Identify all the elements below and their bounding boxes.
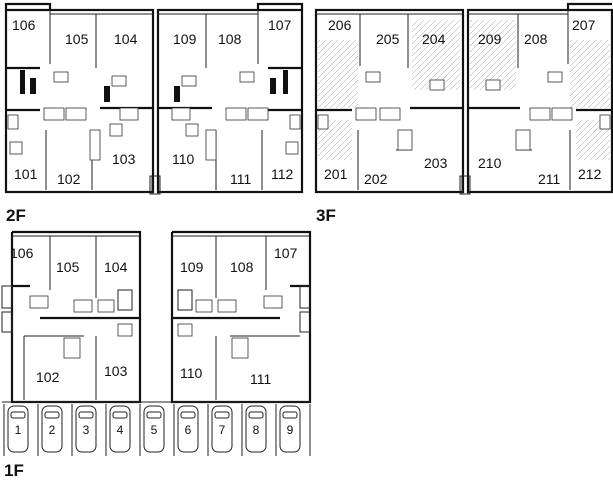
room-number-1f-103: 103 bbox=[104, 363, 128, 379]
floor-3f-block-b bbox=[461, 2, 613, 195]
room-number-1f-104: 104 bbox=[104, 259, 128, 275]
parking-number: 4 bbox=[117, 423, 124, 437]
floor-3f: 206 205 204 201 202 203 209 208 207 210 211 212 3F bbox=[314, 2, 613, 225]
room-number-2f-109: 109 bbox=[173, 31, 197, 47]
parking-number: 7 bbox=[219, 423, 226, 437]
parking-number: 9 bbox=[287, 423, 294, 437]
parking-space-2: 2 bbox=[37, 404, 63, 456]
room-number-2f-101: 101 bbox=[14, 166, 38, 182]
parking-space-5: 5 bbox=[139, 404, 165, 456]
car-outline-icon bbox=[75, 405, 97, 453]
room-number-1f-105: 105 bbox=[56, 259, 80, 275]
car-outline-icon bbox=[109, 405, 131, 453]
room-number-2f-102: 102 bbox=[57, 171, 81, 187]
car-outline-icon bbox=[143, 405, 165, 453]
floor-3f-room-labels: 206 205 204 201 202 203 209 208 207 210 211 212 bbox=[324, 17, 602, 187]
floor-2f-block-b bbox=[151, 2, 304, 195]
room-number-3f-211: 211 bbox=[538, 171, 561, 187]
car-outline-icon bbox=[7, 405, 29, 453]
car-outline-icon bbox=[177, 405, 199, 453]
room-number-3f-210: 210 bbox=[478, 155, 502, 171]
room-number-1f-107: 107 bbox=[274, 245, 298, 261]
parking-number: 1 bbox=[15, 423, 22, 437]
car-outline-icon bbox=[245, 405, 267, 453]
floor-label-1f: 1F bbox=[4, 461, 24, 480]
floor-1f-room-labels: 106 105 104 102 103 109 108 107 110 111 bbox=[10, 245, 298, 387]
parking-number: 6 bbox=[185, 423, 192, 437]
floor-label-3f: 3F bbox=[316, 206, 336, 225]
parking-number: 8 bbox=[253, 423, 260, 437]
room-number-2f-105: 105 bbox=[65, 31, 89, 47]
parking-space-1: 1 bbox=[3, 404, 29, 456]
parking-area: 1 2 3 4 5 6 7 8 9 bbox=[3, 404, 311, 456]
room-number-1f-102: 102 bbox=[36, 369, 60, 385]
room-number-3f-209: 209 bbox=[478, 31, 502, 47]
room-number-2f-110: 110 bbox=[172, 151, 195, 167]
parking-number: 3 bbox=[83, 423, 90, 437]
car-outline-icon bbox=[211, 405, 233, 453]
parking-space-9: 9 bbox=[275, 404, 301, 456]
parking-number: 5 bbox=[151, 423, 158, 437]
room-number-1f-110: 110 bbox=[180, 365, 203, 381]
room-number-2f-111: 111 bbox=[230, 171, 251, 187]
room-number-3f-201: 201 bbox=[324, 166, 348, 182]
room-number-2f-104: 104 bbox=[114, 31, 138, 47]
room-number-3f-206: 206 bbox=[328, 17, 352, 33]
room-number-2f-106: 106 bbox=[12, 17, 36, 33]
room-number-3f-208: 208 bbox=[524, 31, 548, 47]
parking-space-4: 4 bbox=[105, 404, 131, 456]
floor-1f: 106 105 104 102 103 109 108 107 110 111 1 2 3 4 5 6 7 8 9… bbox=[1, 230, 312, 480]
room-number-2f-107: 107 bbox=[268, 17, 292, 33]
room-number-3f-207: 207 bbox=[572, 17, 596, 33]
room-number-3f-203: 203 bbox=[424, 155, 448, 171]
floor-2f-room-labels: 106 105 104 101 102 103 109 108 107 110 111 112 bbox=[12, 17, 294, 187]
floor-2f-block-a bbox=[4, 2, 159, 195]
parking-space-3: 3 bbox=[71, 404, 97, 456]
room-number-2f-112: 112 bbox=[271, 166, 294, 182]
parking-space-8: 8 bbox=[241, 404, 267, 456]
room-number-2f-108: 108 bbox=[218, 31, 242, 47]
room-number-1f-111: 111 bbox=[250, 371, 271, 387]
car-outline-icon bbox=[41, 405, 63, 453]
room-number-1f-109: 109 bbox=[180, 259, 204, 275]
parking-space-7: 7 bbox=[207, 404, 233, 456]
floor-label-2f: 2F bbox=[6, 206, 26, 225]
parking-number: 2 bbox=[49, 423, 56, 437]
room-number-1f-108: 108 bbox=[230, 259, 254, 275]
car-outline-icon bbox=[279, 405, 301, 453]
room-number-1f-106: 106 bbox=[10, 245, 34, 261]
parking-space-6: 6 bbox=[173, 404, 199, 456]
room-number-2f-103: 103 bbox=[112, 151, 136, 167]
room-number-3f-202: 202 bbox=[364, 171, 388, 187]
floor-3f-block-a bbox=[314, 8, 469, 195]
room-number-3f-204: 204 bbox=[422, 31, 446, 47]
room-number-3f-212: 212 bbox=[578, 166, 602, 182]
floor-2f: 106 105 104 101 102 103 109 108 107 110 111 112 2F bbox=[4, 2, 304, 225]
room-number-3f-205: 205 bbox=[376, 31, 400, 47]
